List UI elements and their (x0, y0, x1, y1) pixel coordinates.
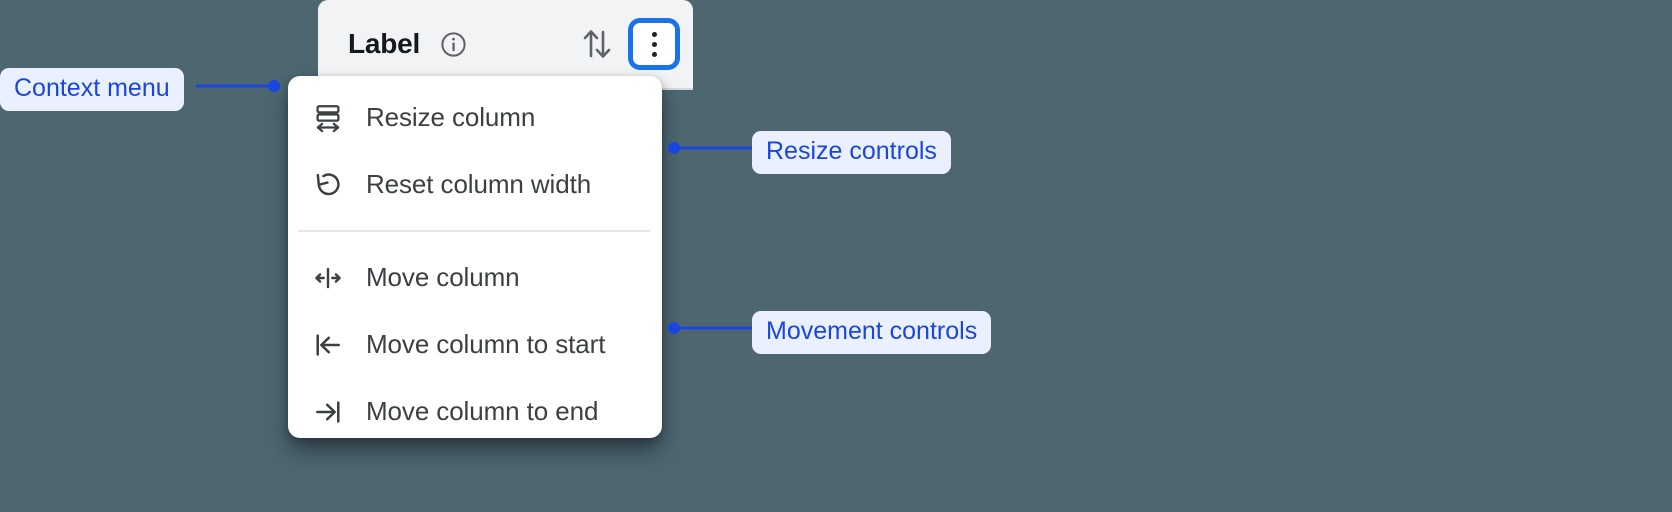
kebab-dot (651, 51, 657, 57)
resize-column-icon (310, 100, 346, 136)
connector-dot (668, 142, 680, 154)
connector-dot (268, 80, 280, 92)
column-header-bar: Label (318, 0, 693, 90)
move-to-end-icon (310, 394, 346, 430)
menu-item-move-column-to-end[interactable]: Move column to end (288, 378, 662, 445)
menu-divider (298, 230, 650, 232)
annotation-connector-movement-controls (668, 322, 760, 334)
menu-item-move-column-to-start[interactable]: Move column to start (288, 311, 662, 378)
annotation-resize-controls: Resize controls (752, 131, 951, 174)
menu-item-reset-column-width[interactable]: Reset column width (288, 151, 662, 218)
reset-rotate-ccw-icon (310, 167, 346, 203)
page-title: Label (348, 28, 421, 59)
annotation-movement-controls: Movement controls (752, 311, 992, 354)
kebab-dot (651, 31, 657, 37)
menu-item-label: Resize column (366, 102, 536, 132)
context-menu: Resize column Reset column width Move co… (288, 76, 662, 438)
connector-line (196, 84, 268, 88)
more-vertical-icon-button[interactable] (631, 21, 677, 67)
menu-item-move-column[interactable]: Move column (288, 244, 662, 311)
menu-item-resize-column[interactable]: Resize column (288, 84, 662, 151)
menu-item-label: Move column (366, 262, 520, 292)
kebab-dot (651, 41, 657, 47)
connector-line (678, 146, 760, 150)
menu-item-label: Reset column width (366, 169, 592, 199)
sort-up-down-icon[interactable] (579, 25, 615, 63)
connector-line (678, 326, 760, 330)
move-to-start-icon (310, 327, 346, 363)
info-circle-icon[interactable] (439, 30, 468, 59)
annotation-connector-context-menu (196, 80, 280, 92)
annotation-connector-resize-controls (668, 142, 760, 154)
menu-item-label: Move column to start (366, 329, 606, 359)
connector-dot (668, 322, 680, 334)
menu-item-label: Move column to end (366, 396, 599, 426)
move-horizontal-icon (310, 260, 346, 296)
annotation-context-menu: Context menu (0, 68, 184, 111)
